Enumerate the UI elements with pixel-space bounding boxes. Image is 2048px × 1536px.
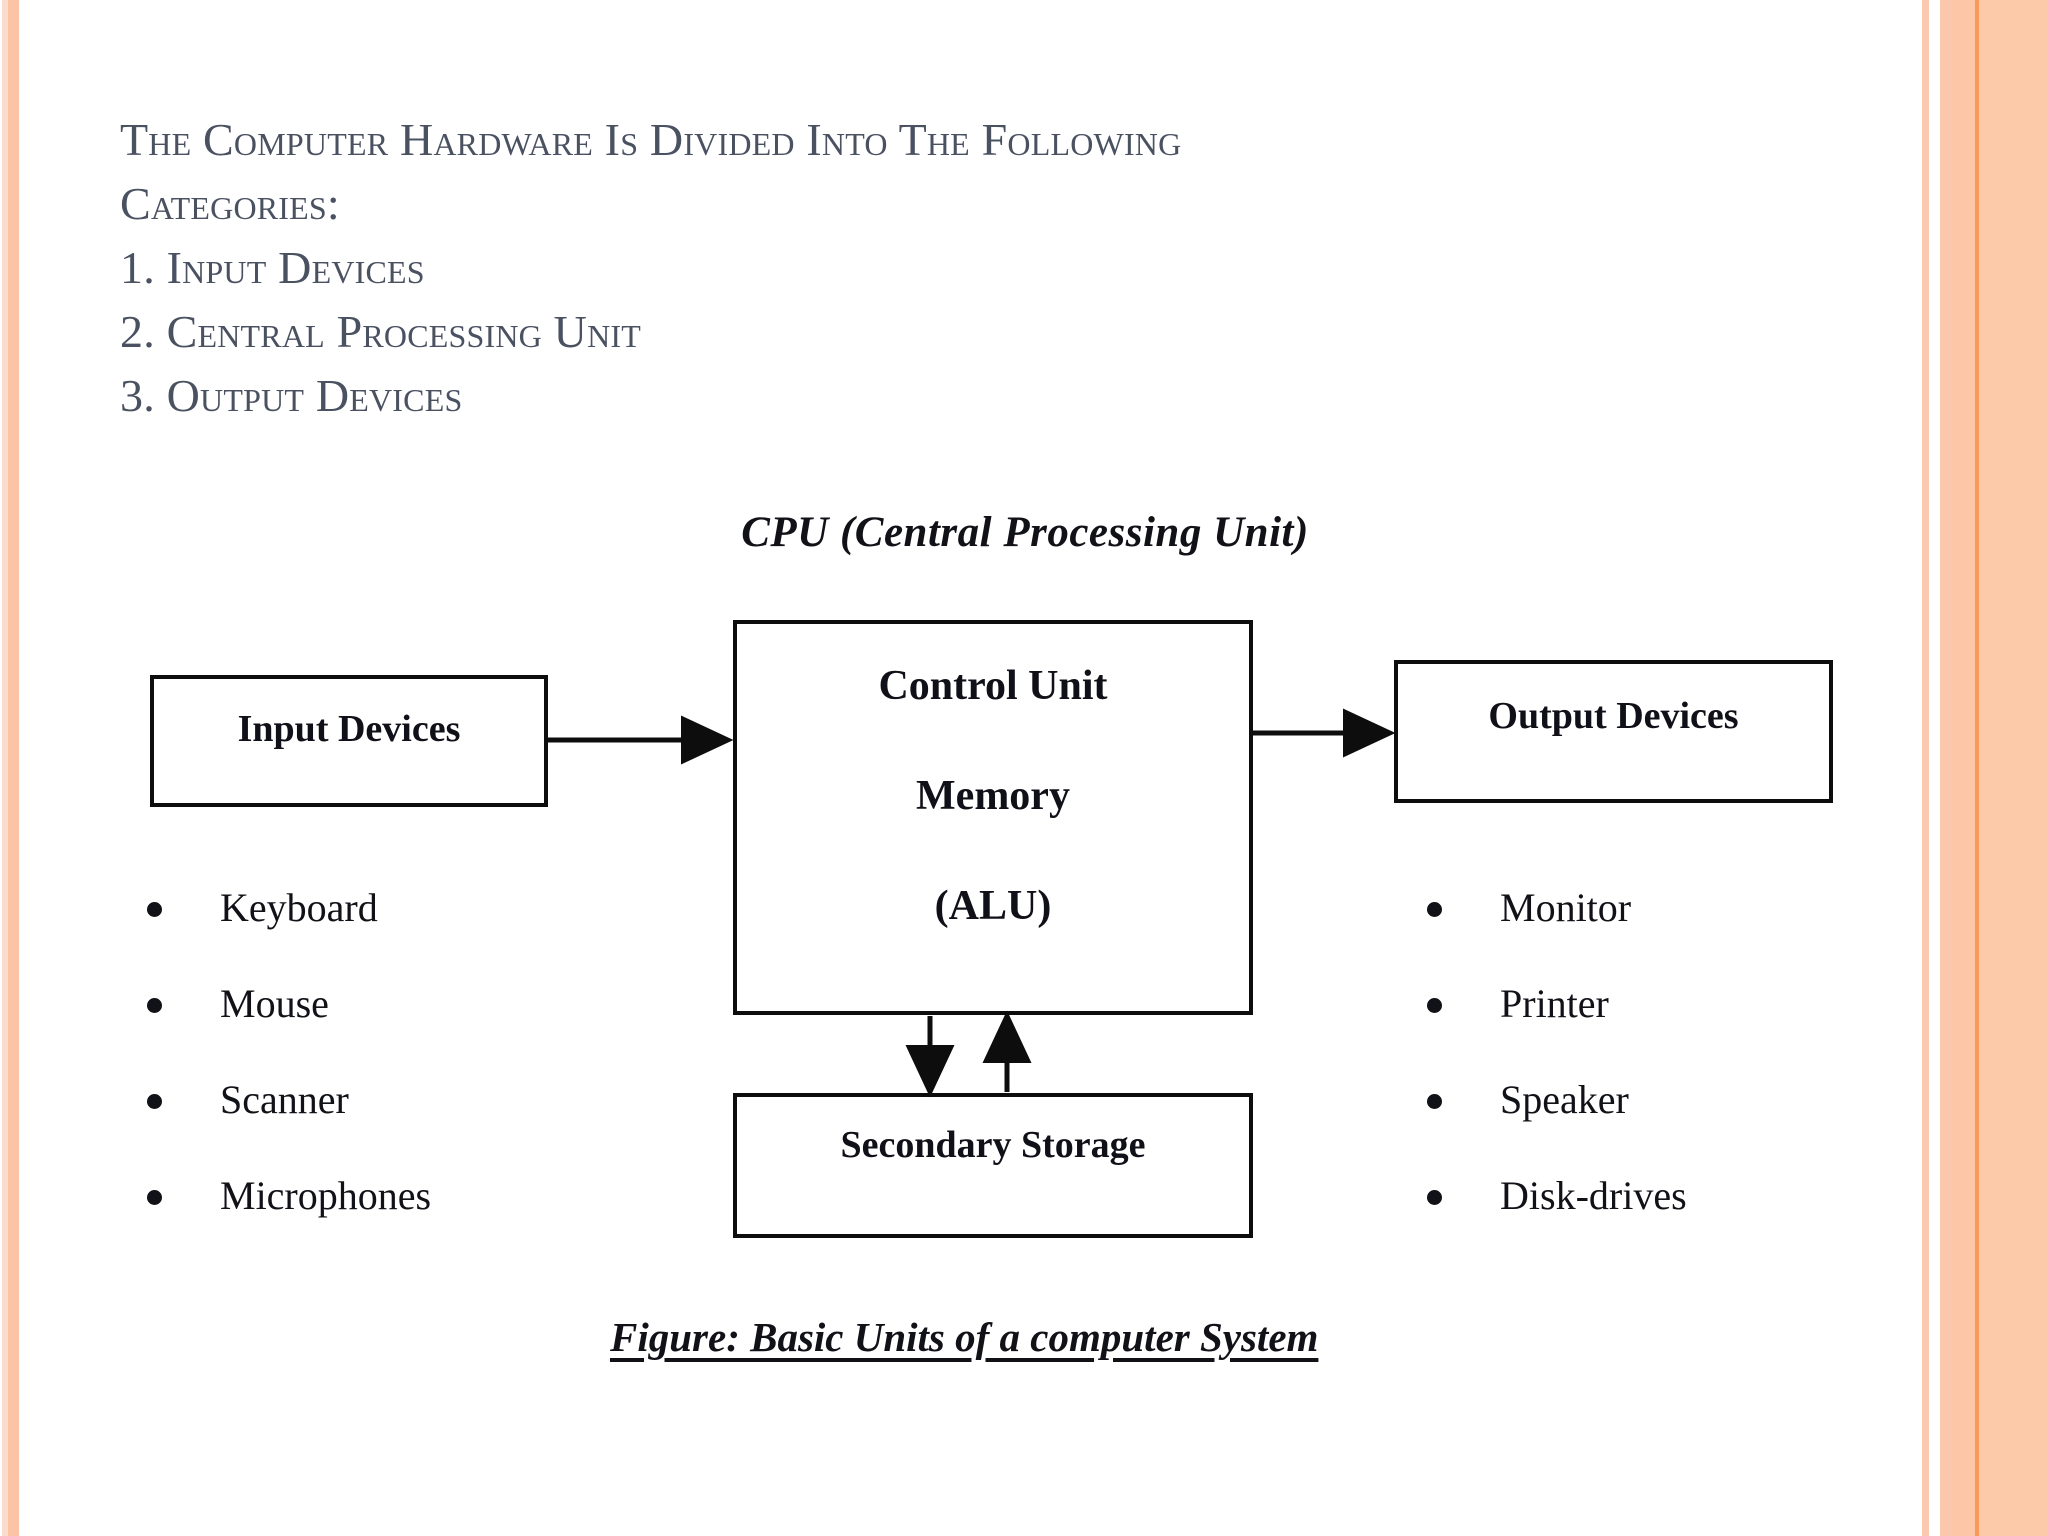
- heading-line-1-tail: Following: [981, 114, 1182, 165]
- list-item: Microphones: [135, 1148, 431, 1244]
- heading-line-2: Categories:: [120, 177, 340, 229]
- list-item-label: Disk-drives: [1500, 1173, 1687, 1218]
- list-item: Scanner: [135, 1052, 431, 1148]
- list-item: Monitor: [1415, 860, 1687, 956]
- heading-item-cpu: 2. Central Processing Unit: [120, 305, 642, 357]
- bullet-icon: [147, 902, 162, 917]
- list-item-label: Mouse: [220, 981, 329, 1026]
- list-item-label: Printer: [1500, 981, 1609, 1026]
- heading-item-output: 3. Output Devices: [120, 369, 463, 421]
- bullet-icon: [147, 1190, 162, 1205]
- input-devices-box: Input Devices: [150, 675, 548, 807]
- list-item: Disk-drives: [1415, 1148, 1687, 1244]
- cpu-box: Control Unit Memory (ALU): [733, 620, 1253, 1015]
- bullet-icon: [1427, 1094, 1442, 1109]
- bullet-icon: [147, 998, 162, 1013]
- list-item-label: Microphones: [220, 1173, 432, 1218]
- figure-caption: Figure: Basic Units of a computer System: [610, 1314, 1319, 1360]
- bullet-icon: [1427, 902, 1442, 917]
- list-item-label: Speaker: [1500, 1077, 1629, 1122]
- cpu-diagram-caption: CPU (Central Processing Unit): [741, 509, 1309, 556]
- heading-item-input: 1. Input Devices: [120, 241, 425, 293]
- slide-heading-block: The Computer Hardware Is Divided Into Th…: [120, 108, 1720, 428]
- list-item: Keyboard: [135, 860, 431, 956]
- heading-line-1-text: The Computer Hardware Is Divided Into Th…: [120, 114, 970, 165]
- list-item: Mouse: [135, 956, 431, 1052]
- bullet-icon: [147, 1094, 162, 1109]
- secondary-storage-box: Secondary Storage: [733, 1093, 1253, 1238]
- heading-line-1: The Computer Hardware Is Divided Into Th…: [120, 108, 1720, 172]
- bullet-icon: [1427, 998, 1442, 1013]
- list-item: Printer: [1415, 956, 1687, 1052]
- bullet-icon: [1427, 1190, 1442, 1205]
- list-item-label: Keyboard: [220, 885, 378, 930]
- input-devices-box-label: Input Devices: [237, 708, 461, 750]
- list-item: Speaker: [1415, 1052, 1687, 1148]
- cpu-box-alu-label: (ALU): [934, 883, 1052, 929]
- cpu-box-memory-label: Memory: [916, 773, 1070, 819]
- cpu-box-control-unit-label: Control Unit: [878, 663, 1108, 709]
- output-devices-box-label: Output Devices: [1488, 695, 1739, 737]
- secondary-storage-box-label: Secondary Storage: [840, 1124, 1146, 1166]
- list-item-label: Monitor: [1500, 885, 1632, 930]
- output-devices-list: Monitor Printer Speaker Disk-drives: [1415, 860, 1687, 1244]
- input-devices-list: Keyboard Mouse Scanner Microphones: [135, 860, 431, 1244]
- output-devices-box: Output Devices: [1394, 660, 1833, 803]
- list-item-label: Scanner: [220, 1077, 349, 1122]
